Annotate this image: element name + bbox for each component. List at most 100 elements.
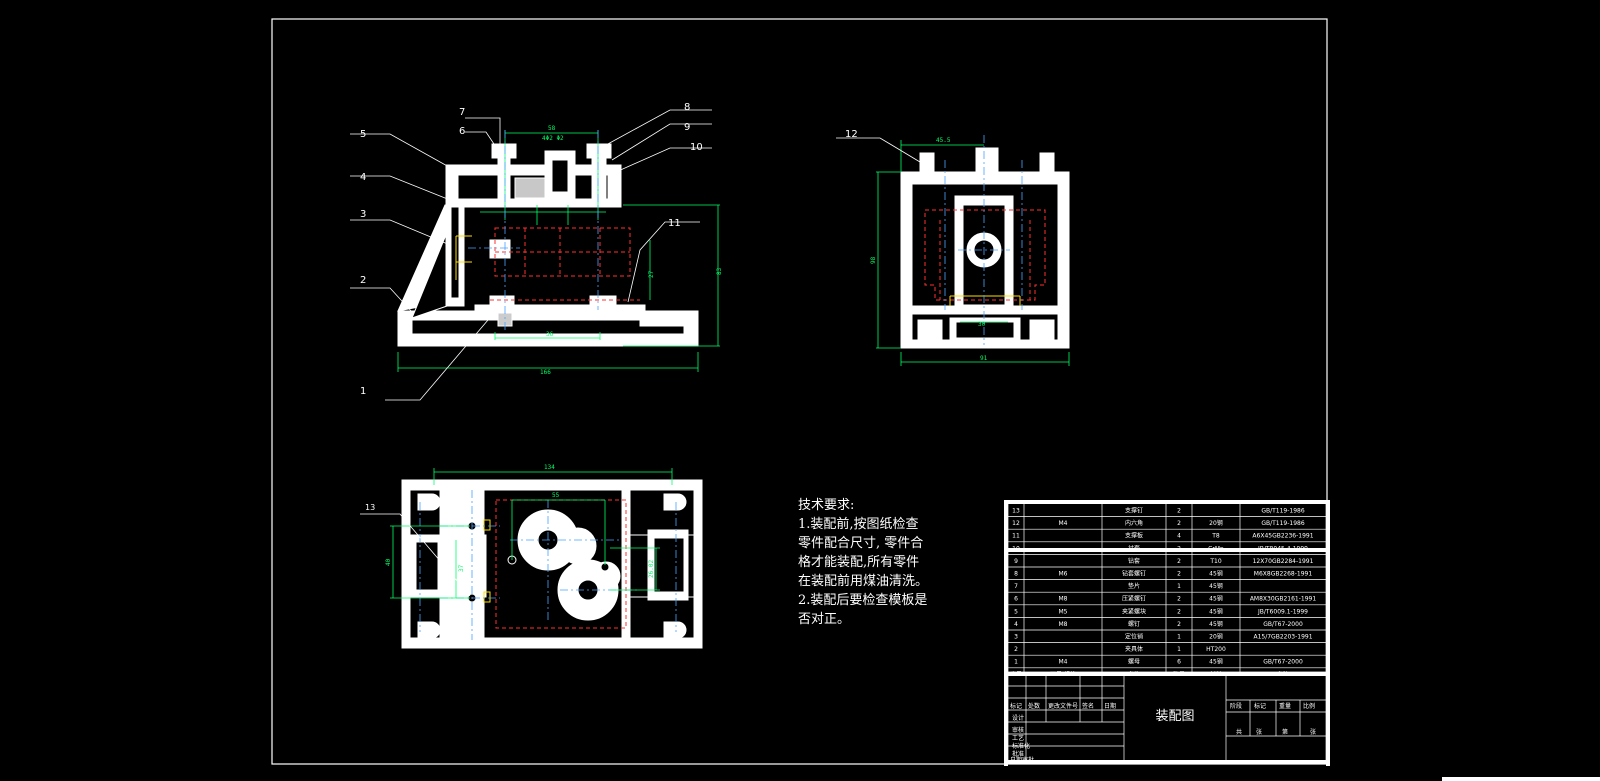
bom-cell-material: 45钢 xyxy=(1209,658,1223,666)
bom-cell-qty: 2 xyxy=(1177,520,1181,527)
side-view-dimensions: 45.5 98 30 91 xyxy=(870,137,988,362)
bom-cell-no: 10 xyxy=(1012,545,1020,552)
balloon-12: 12 xyxy=(845,129,858,140)
plan-view-dimensions: 134 55 40 37 26.02 xyxy=(385,464,655,578)
bom-grid-lines xyxy=(1007,504,1327,681)
bom-cell-no: 3 xyxy=(1014,634,1018,641)
bom-cell-code: M4 xyxy=(1059,659,1068,666)
tb-change-header: 更改文件号 xyxy=(1048,702,1078,710)
tb-sheet-label: 张 xyxy=(1256,728,1262,736)
dim-front-inner: 27 xyxy=(648,270,655,278)
bom-cell-qty: 2 xyxy=(1177,621,1181,628)
front-view xyxy=(397,130,720,372)
bom-cell-std: 12X70GB2284-1991 xyxy=(1253,558,1314,565)
bom-cell-qty: 1 xyxy=(1177,634,1181,641)
bom-cell-material: 45钢 xyxy=(1209,570,1223,578)
bom-cell-material: 20钢 xyxy=(1209,519,1223,527)
bom-cell-name: 螺钉 xyxy=(1128,620,1140,628)
bom-cell-name: 螺母 xyxy=(1128,658,1140,666)
bom-cell-qty: 6 xyxy=(1177,659,1181,666)
bom-cell-no: 13 xyxy=(1012,508,1020,515)
balloon-10: 10 xyxy=(690,142,703,153)
tech-line: 2.装配后要检查模板是 xyxy=(798,593,928,608)
dim-front-width: 166 xyxy=(540,369,551,376)
dim-side-width: 91 xyxy=(980,355,988,362)
bom-cell-code: M8 xyxy=(1059,621,1068,628)
dim-plan-left2: 37 xyxy=(458,564,465,572)
balloon-9: 9 xyxy=(684,122,690,133)
bom-cell-material: 45钢 xyxy=(1209,607,1223,615)
tb-row-label: 批准 xyxy=(1012,750,1024,758)
balloon-1: 1 xyxy=(360,386,366,397)
balloon-8: 8 xyxy=(684,102,690,113)
bom-cell-code: M6 xyxy=(1059,571,1068,578)
bom-cell-std: A15/7GB2203-1991 xyxy=(1253,634,1312,641)
dim-front-holes: 4Φ2 Φ2 xyxy=(542,135,564,142)
corner-fragment xyxy=(1442,777,1600,781)
bom-cell-code: M8 xyxy=(1059,596,1068,603)
tech-line: 零件配合尺寸, 零件合 xyxy=(798,536,924,551)
title-block-labels: 标记 设计 审核 工艺 标准化 批准 日期审批 处数 更改文件号 签名 日期 阶… xyxy=(1010,702,1316,764)
bom-table xyxy=(1004,500,1330,766)
balloon-11: 11 xyxy=(668,218,681,229)
dim-front-top: 58 xyxy=(548,125,556,132)
bom-cell-no: 4 xyxy=(1014,621,1018,628)
side-view xyxy=(836,135,1070,366)
bom-cell-no: 1 xyxy=(1014,659,1018,666)
balloon-5: 5 xyxy=(360,129,366,140)
bom-cell-no: 2 xyxy=(1014,646,1018,653)
tb-sheet-label: 张 xyxy=(1310,728,1316,736)
bom-cell-std: GB/T119-1986 xyxy=(1261,520,1305,527)
bom-cell-name: 钻套 xyxy=(1128,557,1140,565)
bom-cell-std: JB/T8045.4-1999 xyxy=(1257,545,1308,552)
dim-side-top: 45.5 xyxy=(936,137,951,144)
bom-cell-name: 定位销 xyxy=(1125,633,1143,641)
drawing-title: 装配图 xyxy=(1155,709,1194,724)
dim-plan-inner: 55 xyxy=(552,492,560,499)
bom-cell-material: 45钢 xyxy=(1209,620,1223,628)
dim-plan-right: 26.02 xyxy=(648,560,655,578)
dim-front-base: 36 xyxy=(546,331,554,338)
tech-line: 否对正。 xyxy=(798,612,851,627)
bom-cell-code: M5 xyxy=(1059,608,1068,615)
balloon-4: 4 xyxy=(360,172,366,183)
bom-cell-name: 压紧螺钉 xyxy=(1122,595,1146,603)
bom-cell-material: HT200 xyxy=(1206,646,1226,653)
balloon-6: 6 xyxy=(459,126,465,137)
bom-cell-no: 12 xyxy=(1012,520,1020,527)
tb-sheet-label: 共 xyxy=(1236,728,1242,736)
tb-row-label: 工艺 xyxy=(1012,734,1024,742)
drawing-frame xyxy=(271,18,1328,765)
bom-cell-code: M4 xyxy=(1059,520,1068,527)
dim-plan-width: 134 xyxy=(544,464,555,471)
bom-cell-material: 45钢 xyxy=(1209,595,1223,603)
tb-change-header: 日期 xyxy=(1104,702,1116,710)
tb-row-label: 标准化 xyxy=(1012,742,1030,750)
front-view-leaders xyxy=(350,109,712,401)
bom-cell-material: CrMn xyxy=(1208,545,1224,552)
bom-cell-std: M6X8GB2268-1991 xyxy=(1254,571,1313,578)
tb-row-label: 审核 xyxy=(1012,726,1024,734)
bom-cell-name: 夹紧螺块 xyxy=(1122,607,1146,615)
bom-cell-std: GB/T67-2000 xyxy=(1263,621,1303,628)
tech-heading: 技术要求: xyxy=(798,498,855,513)
plan-view xyxy=(360,468,703,649)
bom-cell-std: AM8X30GB2161-1991 xyxy=(1250,596,1316,603)
bom-cell-qty: 2 xyxy=(1177,558,1181,565)
tb-right-header: 标记 xyxy=(1254,702,1266,710)
bom-cell-material: 20钢 xyxy=(1209,633,1223,641)
bom-cell-qty: 2 xyxy=(1177,608,1181,615)
bom-cell-qty: 2 xyxy=(1177,508,1181,515)
bom-cell-material: T10 xyxy=(1209,558,1221,565)
tech-line: 在装配前用煤油清洗。 xyxy=(798,574,929,589)
bom-cell-name: 支撑板 xyxy=(1125,532,1143,540)
tb-change-header: 处数 xyxy=(1028,702,1040,710)
tech-requirements: 技术要求: 1.装配前,按图纸检查 零件配合尺寸, 零件合 格才能装配,所有零件… xyxy=(798,496,978,629)
bom-cell-no: 11 xyxy=(1012,533,1020,540)
tb-right-header: 阶段 xyxy=(1230,702,1242,710)
tb-change-header: 签名 xyxy=(1082,702,1094,710)
dim-side-inner: 30 xyxy=(978,321,986,328)
tb-right-header: 重量 xyxy=(1279,702,1291,710)
bom-cell-std: JB/T6009.1-1999 xyxy=(1257,608,1308,615)
